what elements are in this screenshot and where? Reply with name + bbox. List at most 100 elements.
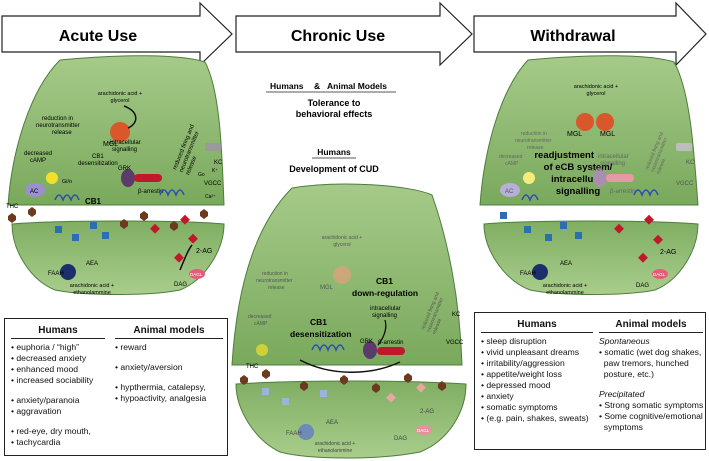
svg-text:neurotransmitter: neurotransmitter (256, 278, 293, 284)
withdrawal-animal-column: Animal models Spontaneous • somatic (wet… (599, 319, 703, 433)
acute-human-effect: • aggravation (11, 406, 62, 416)
svg-text:DAGL: DAGL (417, 428, 430, 433)
svg-text:release: release (527, 145, 544, 151)
cb1-receptor-icon (54, 194, 80, 203)
svg-text:Humans: Humans (270, 81, 304, 91)
svg-text:β-arrestin: β-arrestin (378, 340, 403, 346)
svg-text:decreased: decreased (499, 154, 523, 160)
svg-text:Animal Models: Animal Models (327, 81, 387, 91)
svg-text:KC: KC (452, 312, 461, 318)
acute-human-effect-text: aggravation (16, 406, 62, 416)
svg-text:β-arrestin: β-arrestin (138, 189, 163, 195)
mgl-enzyme-icon (110, 122, 130, 142)
svg-text:AEA: AEA (86, 261, 98, 267)
acute-human-effect: • anxiety/paranoia (11, 395, 80, 405)
acute-animal-effect: • reward (115, 342, 147, 352)
acute-human-effect-text: enhanced mood (16, 364, 79, 374)
spacer (11, 417, 105, 426)
svg-text:arachidonic acid +: arachidonic acid + (70, 283, 115, 289)
svg-text:VGCC: VGCC (204, 181, 222, 187)
acute-human-effect: • euphoria / “high” (11, 342, 79, 352)
withdrawal-human-symptom: • (e.g. pain, shakes, sweats) (481, 413, 589, 423)
acute-animal-effect: • hypoactivity, analgesia (115, 393, 207, 403)
svg-text:ethanolammine: ethanolammine (546, 290, 584, 296)
svg-text:arachidonic acid +: arachidonic acid + (322, 235, 363, 241)
withdrawal-human-symptom-text: somatic symptoms (486, 402, 558, 412)
svg-text:cAMP: cAMP (254, 321, 268, 327)
acute-synapse: MGL arachidonic acid + glycerol reductio… (6, 55, 225, 296)
svg-text:ethanolammine: ethanolammine (73, 290, 111, 296)
svg-text:Ca²⁺: Ca²⁺ (205, 194, 216, 200)
svg-text:reduction in: reduction in (521, 131, 547, 137)
svg-text:DAG: DAG (636, 283, 649, 289)
svg-text:VGCC: VGCC (676, 181, 694, 187)
svg-text:CB1: CB1 (376, 276, 393, 286)
svg-text:MGL: MGL (600, 131, 615, 138)
withdrawal-human-symptom: • anxiety (481, 391, 514, 401)
svg-text:DAGL: DAGL (653, 272, 666, 277)
withdrawal-human-symptom: • irritability/aggression (481, 358, 565, 368)
svg-text:release: release (52, 130, 72, 136)
dagl-icon (189, 269, 205, 279)
svg-text:cAMP: cAMP (30, 158, 46, 164)
spontaneous-item-text: posture, etc.) (603, 369, 654, 379)
withdrawal-human-symptom-text: sleep disruption (486, 336, 547, 346)
svg-text:MGL: MGL (103, 141, 118, 148)
spontaneous-item-text: paw tremors, hunched (603, 358, 689, 368)
svg-text:DAGL: DAGL (190, 272, 203, 277)
acute-animal-header: Animal models (133, 325, 205, 336)
acute-human-effect-text: tachycardia (16, 437, 61, 447)
svg-text:FAAH: FAAH (286, 431, 302, 437)
svg-text:desensitization: desensitization (290, 329, 351, 339)
ac-icon (25, 183, 45, 197)
svg-text:2-AG: 2-AG (660, 249, 676, 256)
chronic-info-box: Humans & Animal Models Tolerance to beha… (258, 60, 418, 174)
acute-human-effect: • red-eye, dry mouth, (11, 426, 91, 436)
svg-text:GRK: GRK (590, 167, 603, 173)
svg-text:AEA: AEA (560, 261, 572, 267)
gio-icon (46, 172, 58, 184)
svg-text:DAG: DAG (174, 282, 187, 288)
svg-text:signalling: signalling (112, 147, 137, 153)
svg-text:behavioral effects: behavioral effects (296, 109, 373, 119)
acute-humans-header: Humans (38, 325, 78, 336)
svg-text:KC: KC (686, 160, 695, 166)
acute-human-effect-text: red-eye, dry mouth, (16, 426, 91, 436)
acute-animal-effect-text: anxiety/aversion (120, 362, 183, 372)
svg-text:intracellular: intracellular (110, 140, 141, 146)
withdrawal-humans-header: Humans (517, 319, 557, 330)
acute-human-effect: • tachycardia (11, 437, 61, 447)
svg-text:K⁺: K⁺ (212, 168, 218, 174)
svg-text:signalling: signalling (372, 313, 397, 319)
aea-markers-icon (55, 222, 109, 241)
withdrawal-human-symptom-text: vivid unpleasant dreams (486, 347, 580, 357)
arrow-acute: Acute Use (1, 1, 233, 67)
svg-text:CB1: CB1 (92, 154, 104, 160)
acute-humans-column: Humans • euphoria / “high”• decreased an… (11, 325, 105, 448)
withdrawal-synapse: MGL MGL arachidonic acid + glycerol redu… (479, 55, 699, 296)
svg-text:intracellular: intracellular (598, 154, 629, 160)
grk-icon (121, 169, 135, 187)
svg-text:signalling: signalling (556, 186, 601, 197)
kc-channel-icon (205, 143, 221, 151)
svg-text:β-arrestin: β-arrestin (610, 189, 635, 195)
svg-text:Development of CUD: Development of CUD (289, 164, 379, 174)
svg-text:release: release (268, 285, 285, 291)
readjust-label: readjustment (534, 150, 594, 161)
acute-human-effect: • decreased anxiety (11, 353, 87, 363)
svg-text:intracellular: intracellular (551, 174, 605, 185)
svg-text:MGL: MGL (320, 285, 334, 291)
2ag-markers-icon (150, 214, 198, 263)
svg-text:2-AG: 2-AG (420, 409, 434, 415)
svg-text:CB1: CB1 (85, 197, 102, 206)
svg-text:cAMP: cAMP (505, 161, 519, 167)
svg-text:down-regulation: down-regulation (352, 288, 418, 298)
svg-text:signalling: signalling (600, 161, 625, 167)
svg-text:Gi/o: Gi/o (62, 179, 72, 185)
svg-text:MGL: MGL (567, 131, 582, 138)
precipitated-item: • Strong somatic symptoms (599, 400, 704, 410)
svg-text:AEA: AEA (326, 420, 338, 426)
spacer (115, 373, 223, 382)
svg-text:DAG: DAG (394, 436, 407, 442)
phase-title-chronic: Chronic Use (291, 28, 385, 45)
